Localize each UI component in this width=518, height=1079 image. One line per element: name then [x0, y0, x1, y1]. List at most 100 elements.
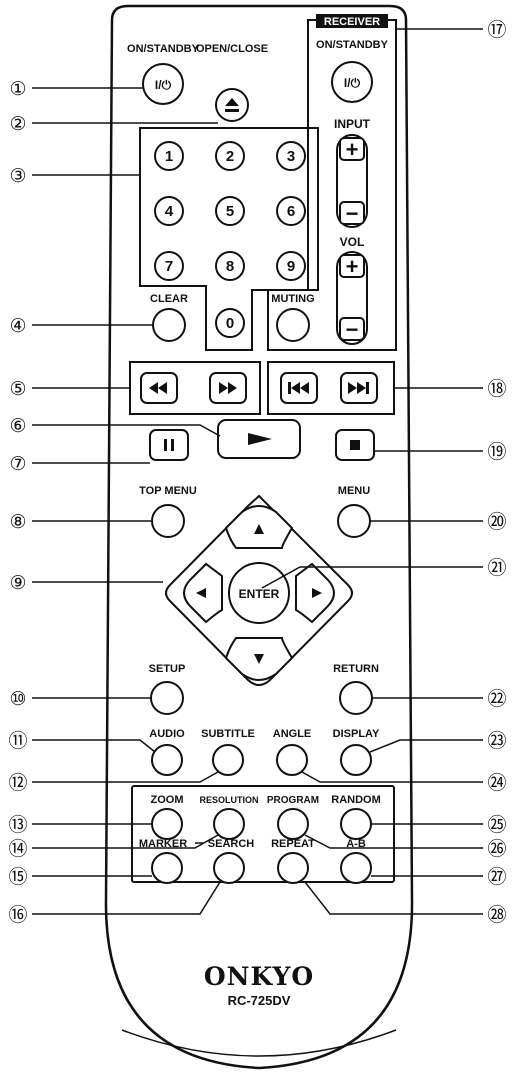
- digit-label: 5: [226, 203, 234, 220]
- repeat-button[interactable]: [277, 852, 309, 884]
- callout-25: ㉕: [487, 814, 506, 836]
- callout-15: ⑮: [8, 866, 27, 888]
- digit-2-button[interactable]: [215, 141, 245, 171]
- keypad-frame: [139, 127, 319, 351]
- digit-label: 9: [287, 258, 295, 275]
- skip-next-icon: [348, 382, 369, 394]
- pause-button[interactable]: [149, 429, 189, 461]
- leader-line: [304, 881, 483, 915]
- callout-27: ㉗: [487, 866, 506, 888]
- audio-button[interactable]: [151, 744, 183, 776]
- vol-minus-button[interactable]: [339, 317, 365, 341]
- skip-previous-icon: [288, 382, 309, 394]
- muting-button[interactable]: [276, 308, 310, 342]
- digit-label: 3: [287, 148, 295, 165]
- return-button[interactable]: [339, 681, 373, 715]
- digit-label: 6: [287, 203, 295, 220]
- a-b-label: A-B: [346, 838, 366, 850]
- fast-reverse-icon: [149, 382, 167, 394]
- receiver-badge-text: RECEIVER: [324, 16, 380, 28]
- callout-9: ⑨: [9, 572, 26, 594]
- program-label: PROGRAM: [267, 795, 319, 806]
- play-icon: [248, 433, 272, 445]
- display-button[interactable]: [340, 744, 372, 776]
- callout-26: ㉖: [487, 838, 506, 860]
- on-standby-label: ON/STANDBY: [127, 43, 200, 55]
- down-arrow-icon: [254, 654, 264, 664]
- random-button[interactable]: [340, 808, 372, 840]
- receiver-power-icon: I/⏻: [344, 76, 361, 90]
- vol-label: VOL: [340, 235, 365, 249]
- callout-4: ④: [9, 315, 26, 337]
- on-standby-button[interactable]: [142, 63, 184, 105]
- leader-line: [261, 566, 483, 589]
- clear-label: CLEAR: [150, 293, 188, 305]
- digit-7-button[interactable]: [154, 251, 184, 281]
- subtitle-label: SUBTITLE: [201, 728, 255, 740]
- marker-button[interactable]: [151, 852, 183, 884]
- enter-button[interactable]: [228, 562, 290, 624]
- a-b-button[interactable]: [340, 852, 372, 884]
- search-label: SEARCH: [208, 838, 255, 850]
- vol-plus-button[interactable]: [339, 254, 365, 278]
- digit-5-button[interactable]: [215, 196, 245, 226]
- callout-17: ⑰: [487, 19, 506, 41]
- callout-21: ㉑: [487, 557, 506, 579]
- callout-12: ⑫: [8, 772, 27, 794]
- power-icon: I/⏻: [155, 78, 172, 92]
- minus-icon: −: [346, 201, 359, 226]
- angle-button[interactable]: [276, 744, 308, 776]
- top-menu-label: TOP MENU: [139, 485, 197, 497]
- callout-14: ⑭: [8, 838, 27, 860]
- callout-1: ①: [9, 78, 26, 100]
- resolution-label: RESOLUTION: [199, 795, 258, 805]
- callout-13: ⑬: [8, 814, 27, 836]
- input-label: INPUT: [334, 117, 371, 131]
- model-number: RC-725DV: [228, 993, 291, 1008]
- digit-label: 8: [226, 258, 234, 275]
- callout-23: ㉓: [487, 730, 506, 752]
- leader-line: [301, 771, 483, 783]
- digit-4-button[interactable]: [154, 196, 184, 226]
- input-minus-button[interactable]: [339, 201, 365, 225]
- minus-icon: −: [346, 317, 359, 342]
- top-menu-button[interactable]: [151, 504, 185, 538]
- digit-8-button[interactable]: [215, 251, 245, 281]
- muting-label: MUTING: [271, 293, 314, 305]
- setup-button[interactable]: [150, 681, 184, 715]
- search-button[interactable]: [213, 852, 245, 884]
- digit-0-button[interactable]: [215, 308, 245, 338]
- receiver-on-standby-label: ON/STANDBY: [316, 39, 389, 51]
- program-button[interactable]: [277, 808, 309, 840]
- callout-28: ㉘: [487, 904, 506, 926]
- receiver-on-standby-button[interactable]: [331, 61, 373, 103]
- digit-6-button[interactable]: [276, 196, 306, 226]
- pause-icon: [164, 439, 174, 451]
- zoom-button[interactable]: [151, 808, 183, 840]
- clear-button[interactable]: [152, 308, 186, 342]
- resolution-button[interactable]: [213, 808, 245, 840]
- menu-button[interactable]: [337, 504, 371, 538]
- open-close-label: OPEN/CLOSE: [196, 43, 268, 55]
- angle-label: ANGLE: [273, 728, 312, 740]
- callout-16: ⑯: [8, 904, 27, 926]
- eject-icon: [225, 98, 239, 112]
- display-label: DISPLAY: [333, 728, 380, 740]
- digit-1-button[interactable]: [154, 141, 184, 171]
- callout-18: ⑱: [487, 378, 506, 400]
- marker-label: MARKER: [139, 838, 187, 850]
- remote-bottom-curve: [121, 1029, 397, 1057]
- digit-label: 0: [226, 315, 234, 332]
- up-arrow-icon: [254, 524, 264, 534]
- callout-5: ⑤: [9, 378, 26, 400]
- callout-24: ㉔: [487, 772, 506, 794]
- brand-logo: ONKYO: [204, 962, 314, 991]
- left-arrow-icon: [196, 588, 206, 598]
- subtitle-button[interactable]: [212, 744, 244, 776]
- enter-label: ENTER: [239, 587, 280, 601]
- input-plus-button[interactable]: [339, 137, 365, 161]
- digit-3-button[interactable]: [276, 141, 306, 171]
- digit-9-button[interactable]: [276, 251, 306, 281]
- digit-label: 4: [165, 203, 174, 220]
